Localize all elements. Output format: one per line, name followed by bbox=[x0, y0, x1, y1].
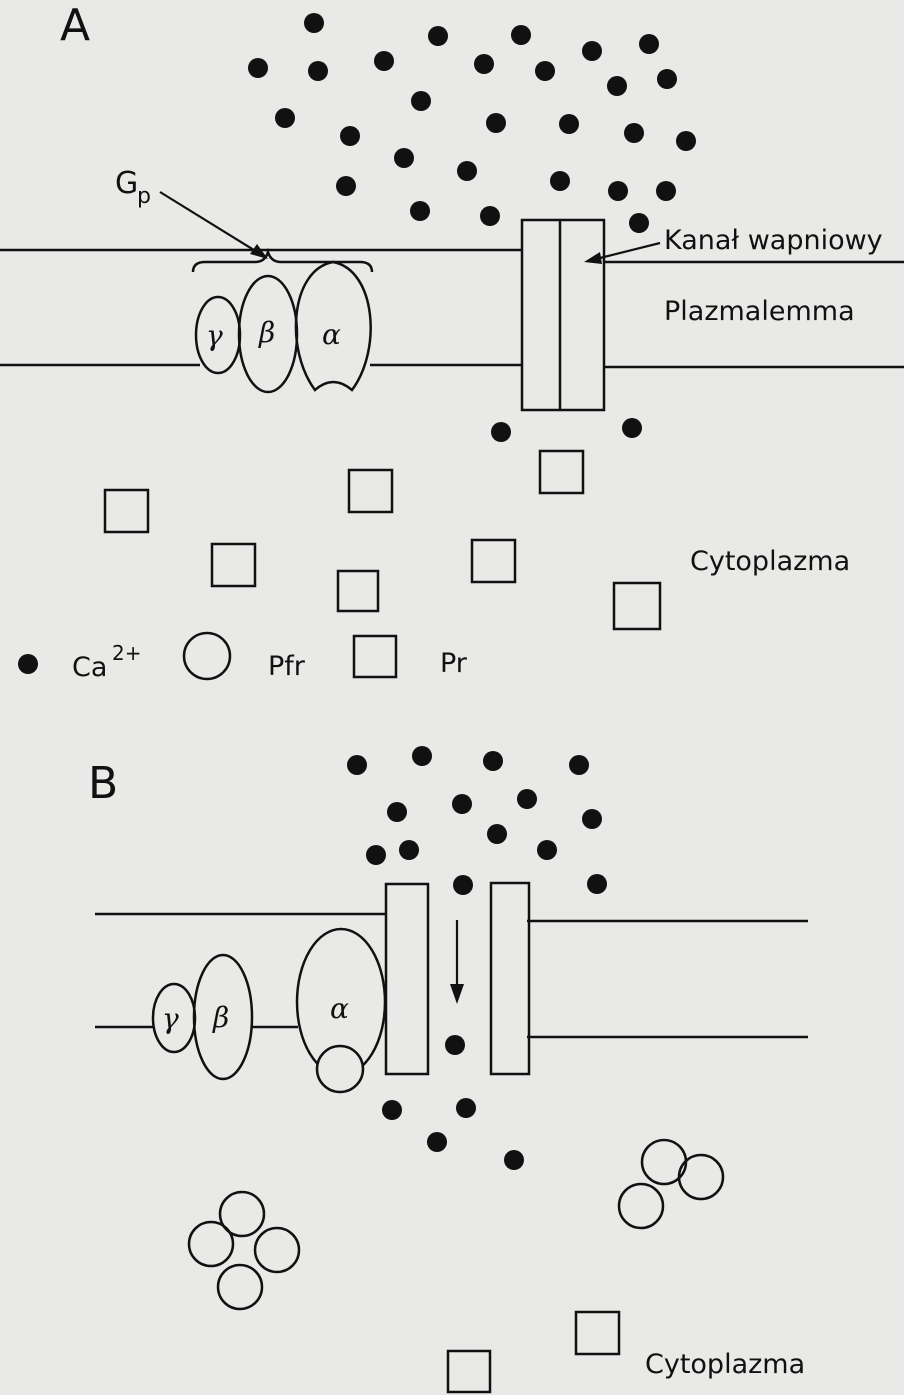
pfr-bound-to-alpha bbox=[317, 1046, 363, 1092]
calcium-ions-inside-a bbox=[491, 418, 642, 442]
gamma-label-a: γ bbox=[206, 319, 223, 352]
g-protein-b: γ β α bbox=[153, 929, 385, 1092]
membrane-label: Plazmalemma bbox=[664, 296, 855, 327]
gp-label-sub: p bbox=[137, 184, 151, 209]
alpha-label-a: α bbox=[322, 318, 341, 351]
ca-influx-arrow-head bbox=[450, 984, 464, 1004]
panel-b: B γ β α bbox=[88, 746, 808, 1392]
pr-molecules-b bbox=[448, 1312, 619, 1392]
legend-pfr-label: Pfr bbox=[268, 651, 306, 682]
channel-arrow-line bbox=[592, 243, 660, 260]
alpha-label-b: α bbox=[330, 992, 349, 1025]
legend: Ca 2+ Pfr Pr bbox=[18, 633, 468, 683]
legend-pr-label: Pr bbox=[440, 648, 468, 679]
beta-label-b: β bbox=[212, 1001, 229, 1034]
g-protein-a: γ β α bbox=[196, 262, 371, 392]
gp-annotation: G p bbox=[115, 166, 372, 272]
cytoplasm-label-a: Cytoplazma bbox=[690, 546, 850, 577]
channel-arrow-head bbox=[584, 252, 602, 264]
calcium-ions-outside-a bbox=[248, 13, 696, 233]
legend-ca-symbol bbox=[18, 654, 38, 674]
channel-label: Kanał wapniowy bbox=[664, 225, 883, 256]
gp-arrow-head bbox=[250, 244, 268, 259]
gp-arrow-line bbox=[160, 192, 262, 255]
pfr-cluster-left bbox=[189, 1192, 299, 1309]
legend-ca-superscript: 2+ bbox=[112, 641, 141, 665]
calcium-ions-inside-b bbox=[382, 1035, 524, 1170]
pr-molecules-a bbox=[105, 451, 660, 629]
pfr-cluster-right bbox=[619, 1140, 723, 1228]
gp-brace bbox=[193, 252, 372, 272]
legend-pr-symbol bbox=[354, 636, 396, 677]
cytoplasm-label-b: Cytoplazma bbox=[645, 1349, 805, 1380]
legend-pfr-symbol bbox=[184, 633, 230, 679]
legend-ca-label: Ca bbox=[72, 652, 107, 683]
calcium-ions-outside-b bbox=[347, 746, 607, 895]
gp-label-main: G bbox=[115, 166, 138, 201]
panel-b-label: B bbox=[88, 758, 118, 809]
panel-a-label: A bbox=[60, 0, 90, 51]
calcium-channel-a bbox=[522, 220, 604, 410]
beta-label-a: β bbox=[258, 316, 275, 349]
panel-a: A γ β α G p Kan bbox=[0, 0, 904, 629]
gamma-label-b: γ bbox=[162, 1002, 179, 1035]
